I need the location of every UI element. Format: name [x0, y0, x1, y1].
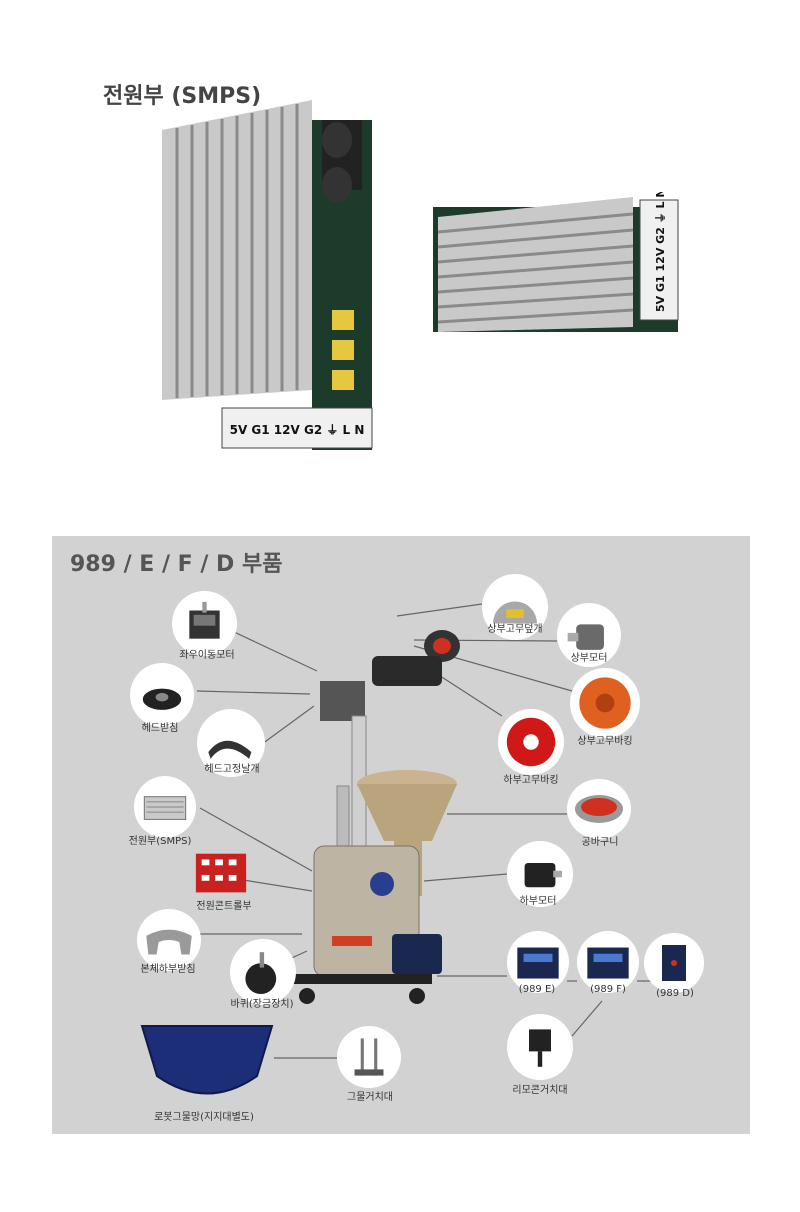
label-head-support: 헤드받침	[141, 723, 179, 734]
remote-stand-icon	[507, 1014, 573, 1080]
label-lower-wheel: 하부고무바킹	[503, 775, 559, 786]
panel-title: 989 / E / F / D 부품	[70, 552, 283, 577]
label-ball-basket: 공바구니	[581, 837, 619, 848]
label-upper-cover: 상부고무덮개	[487, 624, 543, 635]
smps-horizontal-photo: 5V G1 12V G2 ⏚ L N	[428, 188, 683, 334]
label-lower-motor: 하부모터	[519, 896, 557, 907]
label-body-support: 본체하부받침	[140, 964, 196, 975]
head-support-icon	[130, 663, 194, 727]
label-head-plate: 헤드고정날개	[204, 764, 260, 775]
remote-d-icon	[644, 933, 704, 993]
page-title: 전원부 (SMPS)	[103, 84, 262, 109]
body-support-icon	[137, 909, 201, 971]
ball-basket-icon	[567, 779, 631, 839]
label-upper-motor: 상부모터	[570, 653, 608, 664]
label-wheel: 바퀴(장금장치)	[230, 999, 294, 1010]
label-net: 로봇그물망(지지대별도)	[154, 1112, 254, 1123]
terminal-label: 5V G1 12V G2 ⏚ L N	[230, 423, 365, 437]
head-plate-icon	[197, 709, 265, 777]
label-remote-e: (989 E)	[518, 984, 556, 995]
upper-cover-icon	[482, 574, 548, 640]
label-upper-wheel: 상부고무바킹	[577, 736, 633, 747]
upper-wheel-icon	[570, 668, 640, 738]
label-remote-d: (989 D)	[656, 988, 694, 999]
smps-icon	[134, 776, 196, 838]
label-remote-f: (989 F)	[590, 984, 626, 995]
power-control-icon	[192, 849, 250, 899]
svg-text:5V G1 12V G2 ⏚ L N: 5V G1 12V G2 ⏚ L N	[654, 192, 667, 312]
upper-motor-icon	[557, 603, 621, 667]
lr-motor-icon	[172, 591, 237, 656]
remote-f-icon	[577, 931, 639, 993]
lower-motor-icon	[507, 841, 573, 907]
lower-wheel-icon	[498, 709, 564, 775]
remote-main-icon	[392, 934, 442, 974]
label-smps: 전원부(SMPS)	[128, 836, 192, 847]
parts-panel: 989 / E / F / D 부품	[52, 536, 750, 1134]
label-lr-motor: 좌우이동모터	[179, 650, 235, 661]
robot-machine-illustration	[292, 606, 472, 1056]
robot-net-icon	[137, 1016, 277, 1106]
label-power-control: 전원콘트롤부	[196, 901, 252, 912]
wheel-icon	[230, 939, 296, 1005]
net-stand-icon	[337, 1026, 401, 1088]
label-net-stand: 그물거치대	[347, 1092, 393, 1103]
label-remote-stand: 리모콘거치대	[512, 1085, 568, 1096]
remote-e-icon	[507, 931, 569, 993]
smps-vertical-photo: 5V G1 12V G2 ⏚ L N	[162, 100, 392, 452]
